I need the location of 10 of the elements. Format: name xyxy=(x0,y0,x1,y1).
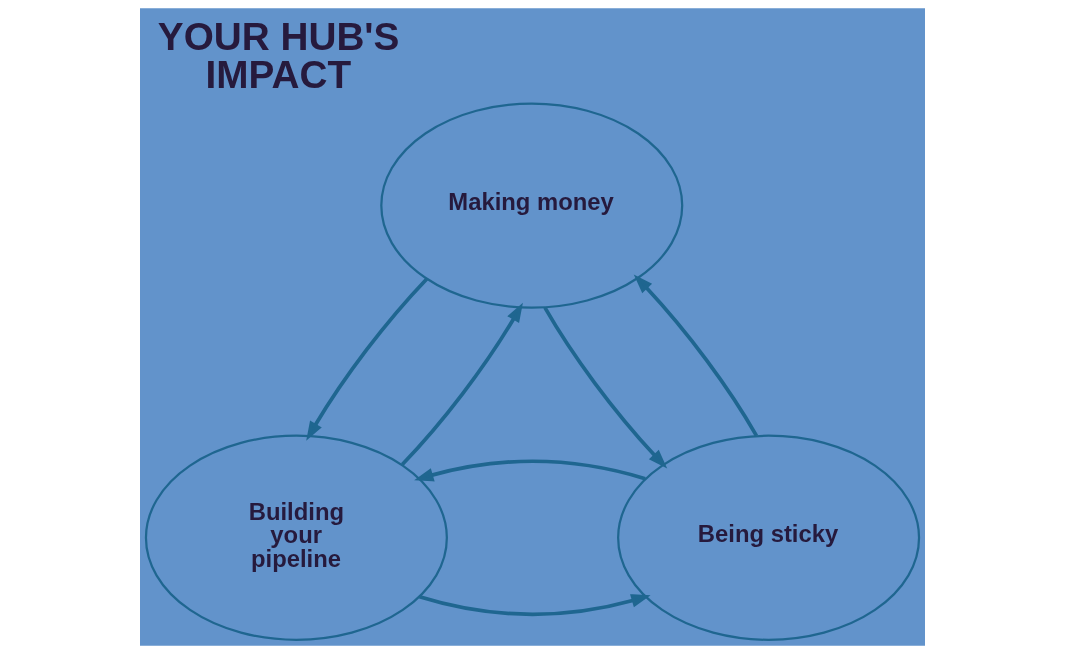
node-ellipse: Making money xyxy=(380,102,684,309)
arrow xyxy=(400,302,523,466)
diagram-title: YOUR HUB'S IMPACT xyxy=(157,14,400,97)
arrow xyxy=(633,274,759,437)
arrow xyxy=(306,277,429,441)
node-ellipse: Being sticky xyxy=(617,434,921,641)
node-ellipse: Building your pipeline xyxy=(144,434,448,641)
arrow xyxy=(414,459,646,482)
arrow xyxy=(543,306,668,469)
arrow xyxy=(419,594,651,617)
